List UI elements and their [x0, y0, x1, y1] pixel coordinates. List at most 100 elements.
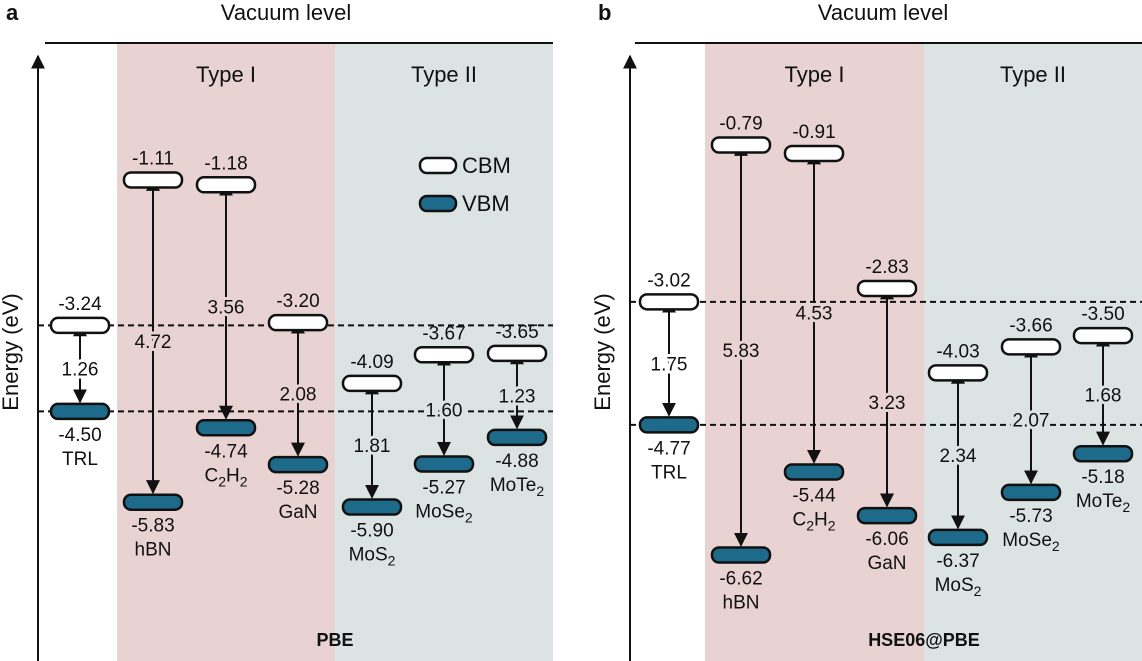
vbm-value-hbn: -6.62: [719, 569, 762, 590]
vbm-value-mos2: -5.90: [350, 521, 393, 542]
cbm-bar-gan: [267, 313, 329, 332]
text-part: H: [814, 510, 828, 531]
text-part: MoS: [349, 545, 388, 566]
text-part: MoTe: [490, 475, 536, 496]
cbm-bar-c2h2: [195, 176, 257, 194]
text-part: MoS: [935, 575, 974, 596]
y-axis-label: Energy (eV): [0, 293, 23, 410]
cbm-value-trl: -3.02: [647, 270, 690, 291]
text-part: C: [792, 510, 806, 531]
subscript: 2: [218, 473, 226, 489]
text-part: hBN: [135, 540, 172, 561]
vacuum-level-label: Vacuum level: [818, 0, 948, 25]
material-label-mos2: MoS2: [935, 575, 982, 599]
cbm-bar-mos2: [341, 374, 403, 393]
cbm-bar-trl: [49, 316, 111, 335]
method-label: HSE06@PBE: [868, 630, 980, 650]
vbm-bar-trl: [49, 402, 111, 421]
subscript: 2: [465, 509, 473, 525]
type-ii-label: Type II: [1000, 62, 1066, 87]
text-part: hBN: [723, 593, 760, 614]
vbm-value-trl: -4.50: [58, 425, 101, 446]
legend-cbm-swatch: [418, 156, 458, 175]
gap-value-hbn: 5.83: [723, 341, 760, 362]
text-part: H: [226, 465, 240, 486]
legend-cbm-label: CBM: [462, 153, 511, 178]
vbm-bar-trl: [638, 416, 700, 434]
gap-value-c2h2: 3.56: [208, 297, 245, 318]
cbm-bar-mose2: [1000, 338, 1062, 356]
vbm-bar-hbn: [122, 493, 184, 511]
method-label: PBE: [316, 630, 353, 650]
vbm-value-hbn: -5.83: [131, 516, 174, 537]
gap-value-hbn: 4.72: [135, 332, 172, 353]
vbm-bar-gan: [856, 506, 918, 525]
cbm-value-hbn: -0.79: [719, 114, 762, 135]
subscript: 2: [388, 553, 396, 569]
cbm-value-mose2: -3.66: [1009, 315, 1052, 336]
text-part: TRL: [651, 462, 687, 483]
cbm-value-c2h2: -1.18: [204, 153, 247, 174]
cbm-bar-trl: [638, 293, 700, 311]
cbm-value-mose2: -3.67: [422, 323, 465, 344]
cbm-value-mos2: -4.03: [936, 341, 979, 362]
vbm-bar-mote2: [1072, 444, 1134, 463]
vbm-value-mote2: -5.18: [1081, 467, 1124, 488]
cbm-value-gan: -2.83: [865, 257, 908, 278]
material-label-gan: GaN: [278, 502, 317, 523]
gap-value-mos2: 2.34: [940, 446, 977, 467]
y-axis-label: Energy (eV): [590, 293, 615, 410]
cbm-bar-mote2: [1072, 326, 1134, 345]
vbm-bar-mose2: [413, 455, 475, 473]
text-part: GaN: [278, 502, 317, 523]
vbm-bar-mose2: [1000, 483, 1062, 502]
material-label-mote2: MoTe2: [1076, 491, 1130, 515]
text-part: MoSe: [415, 501, 465, 522]
type-ii-label: Type II: [411, 62, 477, 87]
vbm-value-c2h2: -4.74: [204, 441, 248, 462]
material-label-mose2: MoSe2: [415, 501, 473, 525]
text-part: GaN: [867, 553, 906, 574]
vacuum-level-label: Vacuum level: [221, 0, 351, 25]
vbm-value-trl: -4.77: [647, 438, 690, 459]
cbm-bar-mote2: [486, 344, 548, 363]
vbm-value-gan: -6.06: [865, 529, 908, 550]
text-part: TRL: [62, 449, 98, 470]
subscript: 2: [974, 583, 982, 599]
legend-vbm-label: VBM: [462, 191, 510, 216]
cbm-value-gan: -3.20: [276, 291, 319, 312]
subscript: 2: [240, 473, 248, 489]
vbm-value-mos2: -6.37: [936, 551, 979, 572]
vbm-value-mose2: -5.73: [1009, 506, 1052, 527]
gap-value-gan: 3.23: [869, 393, 906, 414]
vbm-bar-c2h2: [783, 463, 845, 481]
material-label-trl: TRL: [62, 449, 98, 470]
gap-value-mote2: 1.23: [499, 386, 536, 407]
vbm-value-mose2: -5.27: [422, 477, 465, 498]
subscript: 2: [1122, 499, 1130, 515]
cbm-bar-c2h2: [783, 144, 845, 163]
legend-vbm-swatch: [418, 194, 458, 213]
gap-value-mose2: 2.07: [1013, 411, 1050, 432]
vbm-value-gan: -5.28: [276, 478, 319, 499]
material-label-c2h2: C2​H2​: [792, 510, 835, 534]
gap-value-mote2: 1.68: [1085, 386, 1122, 407]
material-label-trl: TRL: [651, 462, 687, 483]
cbm-value-mote2: -3.65: [495, 322, 538, 343]
cbm-value-hbn: -1.11: [132, 149, 174, 170]
material-label-c2h2: C2​H2​: [204, 465, 247, 489]
vbm-bar-c2h2: [195, 419, 257, 437]
vbm-bar-mote2: [486, 428, 548, 447]
vbm-value-c2h2: -5.44: [792, 486, 836, 507]
text-part: C: [204, 465, 218, 486]
vbm-bar-mos2: [341, 498, 403, 516]
subscript: 2: [1052, 538, 1060, 554]
subscript: 2: [806, 518, 814, 534]
cbm-value-mos2: -4.09: [350, 352, 393, 373]
cbm-bar-hbn: [710, 136, 772, 154]
panel-letter: b: [598, 0, 611, 25]
type-i-label: Type I: [196, 62, 256, 87]
material-label-hbn: hBN: [723, 593, 760, 614]
